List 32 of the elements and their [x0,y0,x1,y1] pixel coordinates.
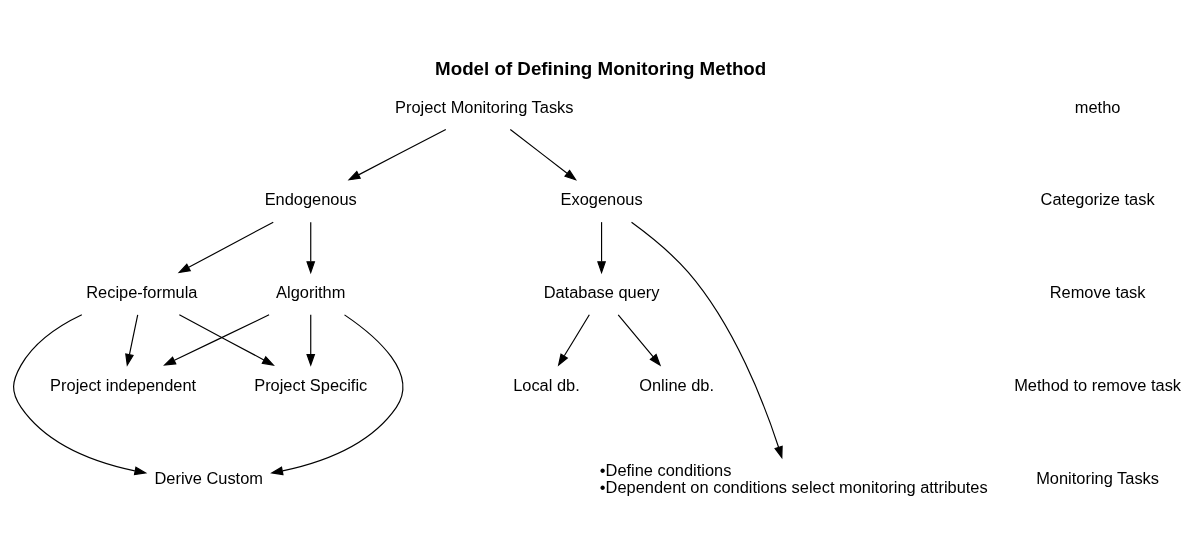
node-text: Derive Custom [154,468,263,487]
arrow [306,313,316,367]
node-text: Local db. [513,375,580,394]
label: Categorize task [1040,189,1155,208]
arrow [13,313,148,475]
node-text: Endogenous [264,189,357,208]
arrow [306,221,316,274]
arrow [509,128,577,181]
arrow [270,313,404,475]
label: metho [1074,97,1121,116]
arrow [163,313,270,366]
node-text: Recipe-formula [86,282,198,301]
diagram-title: Model of Defining Monitoring Method [435,57,767,79]
node-text: Project independent [50,375,197,394]
node-text: Project Monitoring Tasks [395,97,574,116]
arrow [347,128,447,181]
label: Remove task [1049,282,1146,301]
node-text: Algorithm [276,282,346,301]
arrow [597,221,607,274]
node-text: Exogenous [560,189,643,208]
arrow [617,313,662,366]
arrow [125,313,139,367]
arrow [557,313,590,367]
arrow [178,313,275,366]
node-text: Database query [543,282,660,301]
node-text: •Define conditions •Dependent on conditions select monitoring attributes [599,460,988,496]
label: Method to remove task [1014,375,1182,394]
node-text: Online db. [639,375,715,394]
arrow [177,221,274,273]
node-text: Project Specific [254,375,368,394]
label: Monitoring Tasks [1036,468,1160,487]
arrow [630,221,783,459]
